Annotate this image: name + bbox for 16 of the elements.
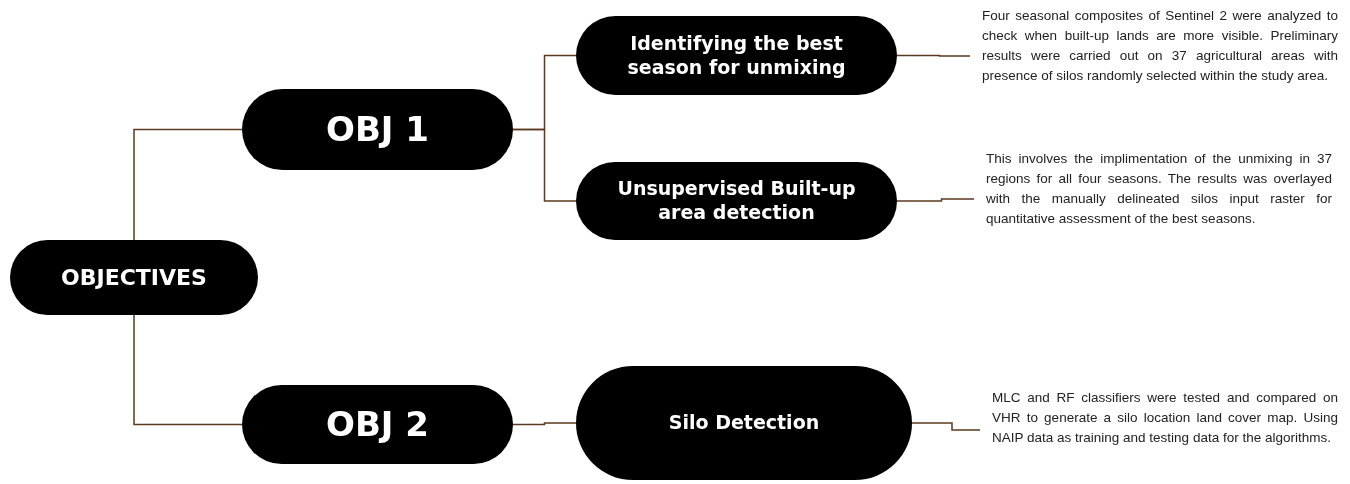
description-text: MLC and RF classifiers were tested and compared on VHR to generate a silo location land cover map. Using NAIP data as training and testing data for the algorithms.: [992, 389, 1338, 447]
description-text: Four seasonal composites of Sentinel 2 were analyzed to check when built-up lands are more visible. Preliminary results were carried out on 37 agricultural areas with presence of silos randomly selected within the study area.: [982, 7, 1338, 85]
pill-label: OBJ 1: [326, 108, 429, 151]
connector-line: [512, 422, 577, 426]
connector-line: [133, 128, 243, 241]
pill-label: OBJECTIVES: [61, 263, 207, 292]
connector-line: [896, 198, 975, 202]
connector-line: [512, 128, 577, 202]
pill-label: Unsupervised Built-up area detection: [616, 177, 857, 225]
description-text: This involves the implimentation of the unmixing in 37 regions for all four seasons. The results was overlayed with the manually delineated silos input raster for quantitative assessment of the best seasons.: [986, 150, 1332, 228]
connector-line: [911, 422, 981, 431]
connector-line: [896, 54, 971, 57]
pill-label: Identifying the best season for unmixing: [626, 31, 847, 80]
pill-label: OBJ 2: [326, 403, 429, 446]
pill-label: Silo Detection: [668, 411, 820, 435]
connector-line: [133, 314, 243, 426]
